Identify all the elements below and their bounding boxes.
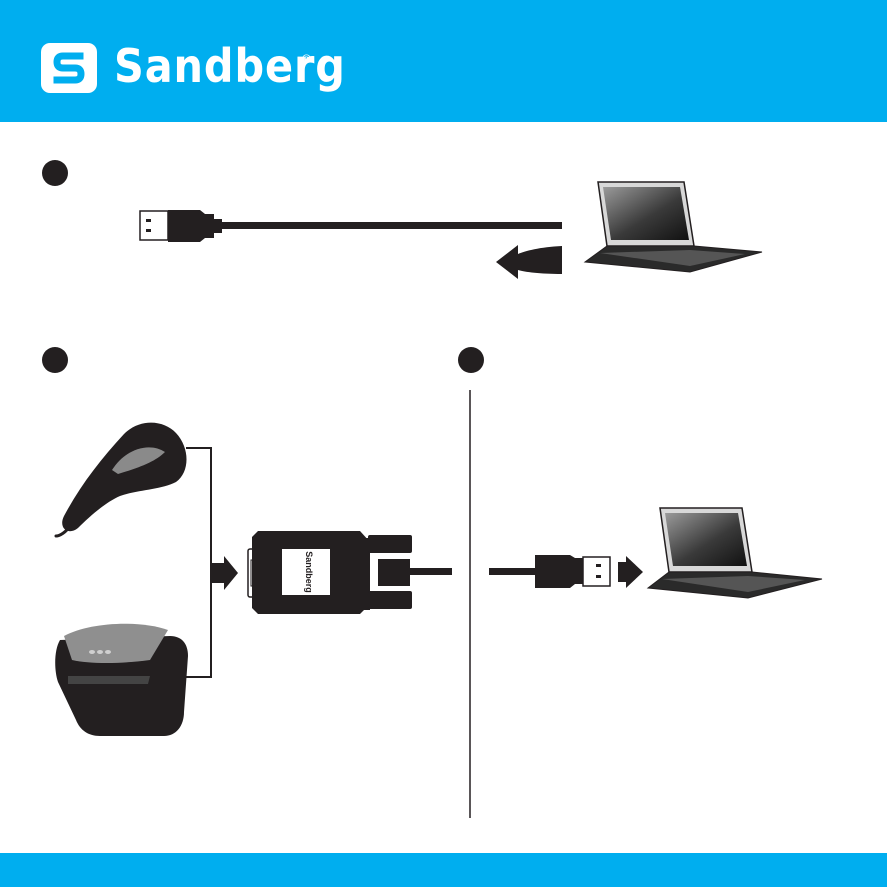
- arrow-right-icon: [212, 556, 238, 590]
- laptop-icon: [585, 182, 762, 272]
- receipt-printer-icon: [55, 624, 188, 736]
- adapter-cable: [489, 568, 535, 575]
- barcode-scanner-icon: [56, 423, 187, 536]
- adapter-brand-label: Sandberg: [304, 551, 314, 593]
- device-bracket: [186, 448, 211, 677]
- brand-footer: [0, 853, 887, 887]
- laptop-icon: [648, 508, 822, 598]
- db9-serial-adapter-icon: [248, 531, 452, 614]
- curved-arrow-icon: [496, 245, 562, 279]
- usb-cable: [222, 222, 562, 229]
- usb-plug-icon: [535, 555, 610, 588]
- arrow-right-icon: [618, 556, 643, 588]
- usb-plug-icon: [140, 210, 222, 242]
